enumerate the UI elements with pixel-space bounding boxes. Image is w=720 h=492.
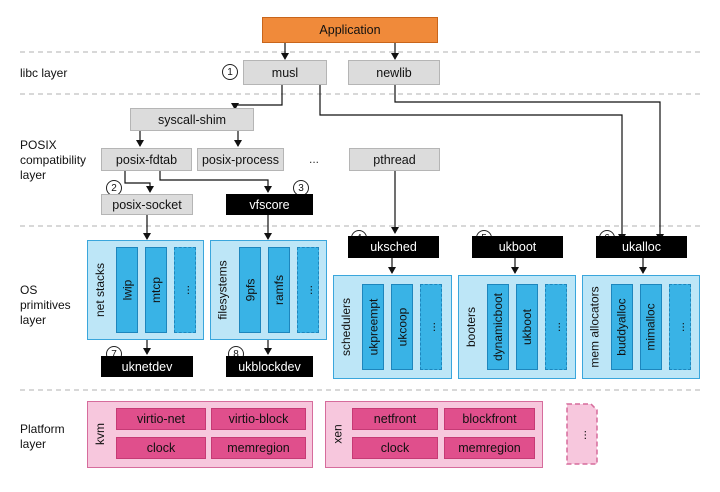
xen-title: xen	[331, 424, 346, 444]
syscall-shim-box: syscall-shim	[130, 108, 254, 131]
xen-memregion-box: memregion	[444, 437, 535, 459]
ukboot-impl-box: ukboot	[516, 284, 538, 370]
ukpreempt-box: ukpreempt	[362, 284, 384, 370]
kvm-clock-box: clock	[116, 437, 206, 459]
musl-box: musl	[243, 60, 327, 85]
dynamicboot-box: dynamicboot	[487, 284, 509, 370]
ukcoop-box: ukcoop	[391, 284, 413, 370]
libc-layer-label: libc layer	[20, 66, 68, 80]
arrows	[124, 43, 664, 355]
newlib-box: newlib	[348, 60, 440, 85]
net-stacks-title: net stacks	[93, 262, 107, 317]
uksched-box: uksched	[348, 236, 439, 258]
filesystems-title: filesystems	[216, 259, 230, 320]
mtcp-box: mtcp	[145, 247, 167, 333]
virtio-net-box: virtio-net	[116, 408, 206, 430]
pthread-box: pthread	[349, 148, 440, 171]
uknetdev-box: uknetdev	[101, 356, 193, 377]
kvm-platform: kvm virtio-net virtio-block clock memreg…	[87, 401, 313, 468]
alloc-more-box: ...	[669, 284, 691, 370]
platform-layer-label: Platform layer	[20, 422, 65, 451]
posix-more: ...	[309, 152, 320, 166]
os-layer-label: OS primitives layer	[20, 283, 71, 327]
boot-more-box: ...	[545, 284, 567, 370]
net-stacks-group: net stacks lwip mtcp ...	[87, 240, 204, 340]
posix-fdtab-box: posix-fdtab	[101, 148, 192, 171]
fs-more-box: ...	[297, 247, 319, 333]
posix-layer-label: POSIX compatibility layer	[20, 138, 87, 182]
filesystems-group: filesystems 9pfs ramfs ...	[210, 240, 327, 340]
ukboot-box: ukboot	[472, 236, 563, 258]
booters-title: booters	[464, 306, 478, 347]
kvm-title: kvm	[93, 423, 107, 445]
9pfs-box: 9pfs	[239, 247, 261, 333]
netfront-box: netfront	[352, 408, 438, 430]
blockfront-box: blockfront	[444, 408, 535, 430]
posix-process-box: posix-process	[197, 148, 284, 171]
lwip-box: lwip	[116, 247, 138, 333]
sched-more-box: ...	[420, 284, 442, 370]
ukblockdev-box: ukblockdev	[226, 356, 313, 377]
kvm-memregion-box: memregion	[211, 437, 306, 459]
booters-group: booters dynamicboot ukboot ...	[458, 275, 576, 379]
number-1: 1	[222, 64, 238, 80]
virtio-block-box: virtio-block	[211, 408, 306, 430]
allocators-title: mem allocators	[588, 285, 603, 368]
xen-platform: xen netfront blockfront clock memregion	[325, 401, 543, 468]
application-box: Application	[262, 17, 438, 43]
mimalloc-box: mimalloc	[640, 284, 662, 370]
vfscore-box: vfscore	[226, 194, 313, 215]
net-more-box: ...	[174, 247, 196, 333]
ukalloc-box: ukalloc	[596, 236, 687, 258]
xen-clock-box: clock	[352, 437, 438, 459]
schedulers-title: schedulers	[339, 297, 353, 356]
allocators-group: mem allocators buddyalloc mimalloc ...	[582, 275, 700, 379]
platform-more: ...	[565, 402, 599, 466]
schedulers-group: schedulers ukpreempt ukcoop ...	[333, 275, 452, 379]
buddyalloc-box: buddyalloc	[611, 284, 633, 370]
ramfs-box: ramfs	[268, 247, 290, 333]
posix-socket-box: posix-socket	[101, 194, 193, 215]
